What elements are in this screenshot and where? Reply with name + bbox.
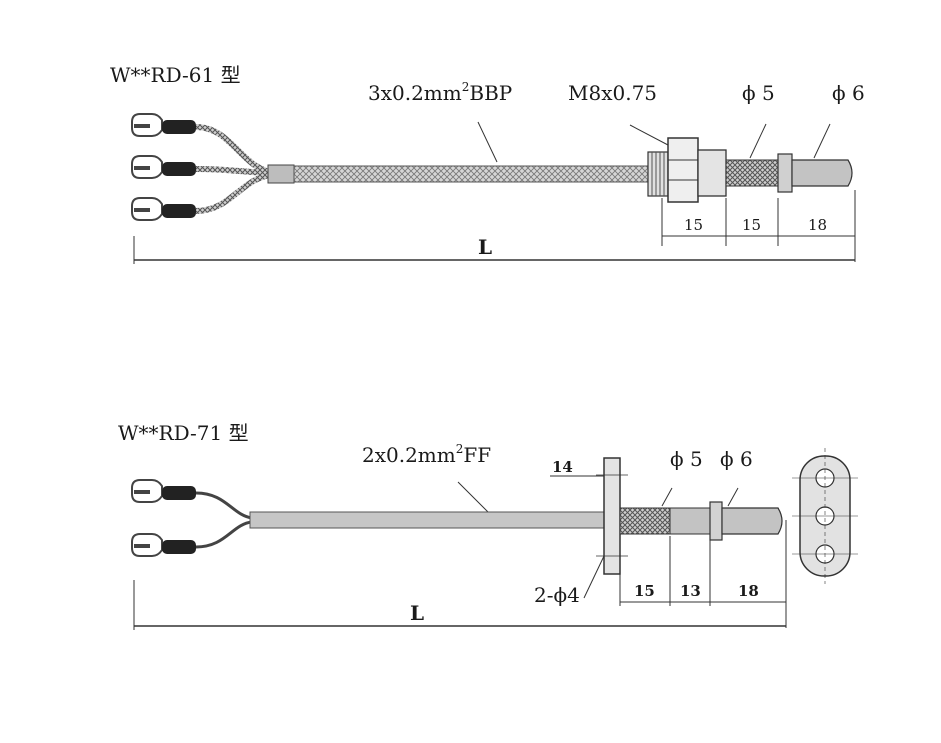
dia-small-label-71: ϕ 5 [670,447,703,471]
diagram-71: W**RD-71 型 2x0.2mm2FF ϕ 5 ϕ 6 [118,421,858,630]
wire-61-c [195,172,271,214]
spade-lug [131,197,196,221]
dia-small-label-61: ϕ 5 [742,81,775,105]
dia-large-label-71: ϕ 6 [720,447,753,471]
cable-label-61: 3x0.2mm2BBP [368,80,512,105]
spade-lug [131,113,196,137]
dia-large-leader-61 [813,123,831,159]
thread-label-61: M8x0.75 [568,81,657,105]
model-label-71: W**RD-71 型 [118,421,249,445]
cable-leader-61 [477,121,498,163]
flange-thickness-label-71: 14 [552,458,573,476]
length-label-71: L [410,601,424,625]
dim-3-71: 18 [738,582,759,600]
spade-lug [131,533,196,557]
cable-label-61-suffix: BBP [469,81,512,105]
probe-tip-71 [721,507,783,535]
cable-leader-71 [457,481,489,513]
dia-small-leader-71 [661,487,673,507]
wire-61-b [195,166,271,176]
dim-2-71: 13 [680,582,701,600]
probe-collar-71 [709,501,723,541]
wire-71-a [195,491,253,520]
spade-lug [131,155,196,179]
wire-61-a [195,124,271,175]
probe-section-71 [669,507,711,535]
dia-large-leader-71 [727,487,739,507]
holes-label-71: 2-ϕ4 [534,583,580,607]
lug-group-71 [131,479,196,557]
cable-label-71-main: 2x0.2mm [362,443,456,467]
dim-1-71: 15 [634,582,655,600]
holes-leader-71 [583,555,605,599]
wire-71-b [195,520,253,549]
spade-lug [131,479,196,503]
dim-3-61: 18 [808,216,827,234]
lug-group-61 [131,113,196,221]
dia-small-leader-61 [749,123,767,159]
cable-label-71-suffix: FF [463,443,491,467]
length-label-61: L [478,235,492,259]
dim-2-61: 15 [742,216,761,234]
thread-leader-61 [629,124,669,146]
model-label-61: W**RD-61 型 [110,63,241,87]
braid-section-71 [619,507,671,535]
cable-label-61-sup: 2 [462,80,470,94]
cable-label-71-sup: 2 [456,442,464,456]
diagram-61: W**RD-61 型 3x0.2mm2BBP M8x0.75 ϕ 5 ϕ 6 [110,63,865,264]
braided-cable-61 [293,165,649,183]
dia-large-label-61: ϕ 6 [832,81,865,105]
flange-side-view-71 [792,448,858,584]
dim-1-61: 15 [684,216,703,234]
cable-label-71: 2x0.2mm2FF [362,442,491,467]
cable-label-61-main: 3x0.2mm [368,81,462,105]
cable-sleeve-61 [267,164,295,184]
cable-71 [249,511,607,529]
thread-fitting-61 [647,137,853,203]
